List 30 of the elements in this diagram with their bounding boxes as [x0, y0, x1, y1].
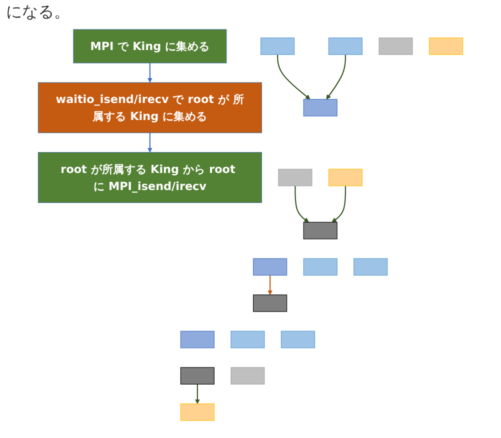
node-box: [303, 258, 338, 276]
arrow: [294, 186, 309, 222]
arrow: [332, 186, 346, 222]
node-box: [328, 38, 362, 55]
node-box: [180, 367, 214, 384]
node-box: [253, 258, 288, 276]
node-box: [180, 404, 214, 421]
arrow: [147, 132, 152, 153]
note-text: になる。: [6, 2, 70, 21]
node-box: [429, 38, 464, 55]
node-box: [303, 99, 338, 116]
node-box: [328, 168, 362, 186]
node-box: [303, 222, 338, 240]
arrow: [268, 275, 272, 296]
node-box: [260, 38, 295, 55]
node-box: [230, 367, 265, 384]
arrow: [194, 384, 200, 404]
node-box: root が所属する King から root に MPI_isend/irecv: [38, 152, 262, 203]
node-box: waitio_isend/irecv で root が 所属する King に集める: [38, 82, 262, 134]
node-box: MPI で King に集める: [73, 29, 227, 64]
node-box: [180, 330, 214, 348]
node-box: [378, 38, 413, 55]
node-box: [278, 168, 312, 186]
arrow: [147, 63, 152, 83]
node-box: [354, 258, 388, 276]
arrow: [326, 54, 346, 100]
arrow: [277, 54, 310, 100]
node-box: [253, 294, 288, 312]
node-box: [230, 330, 265, 348]
node-box: [280, 330, 316, 348]
